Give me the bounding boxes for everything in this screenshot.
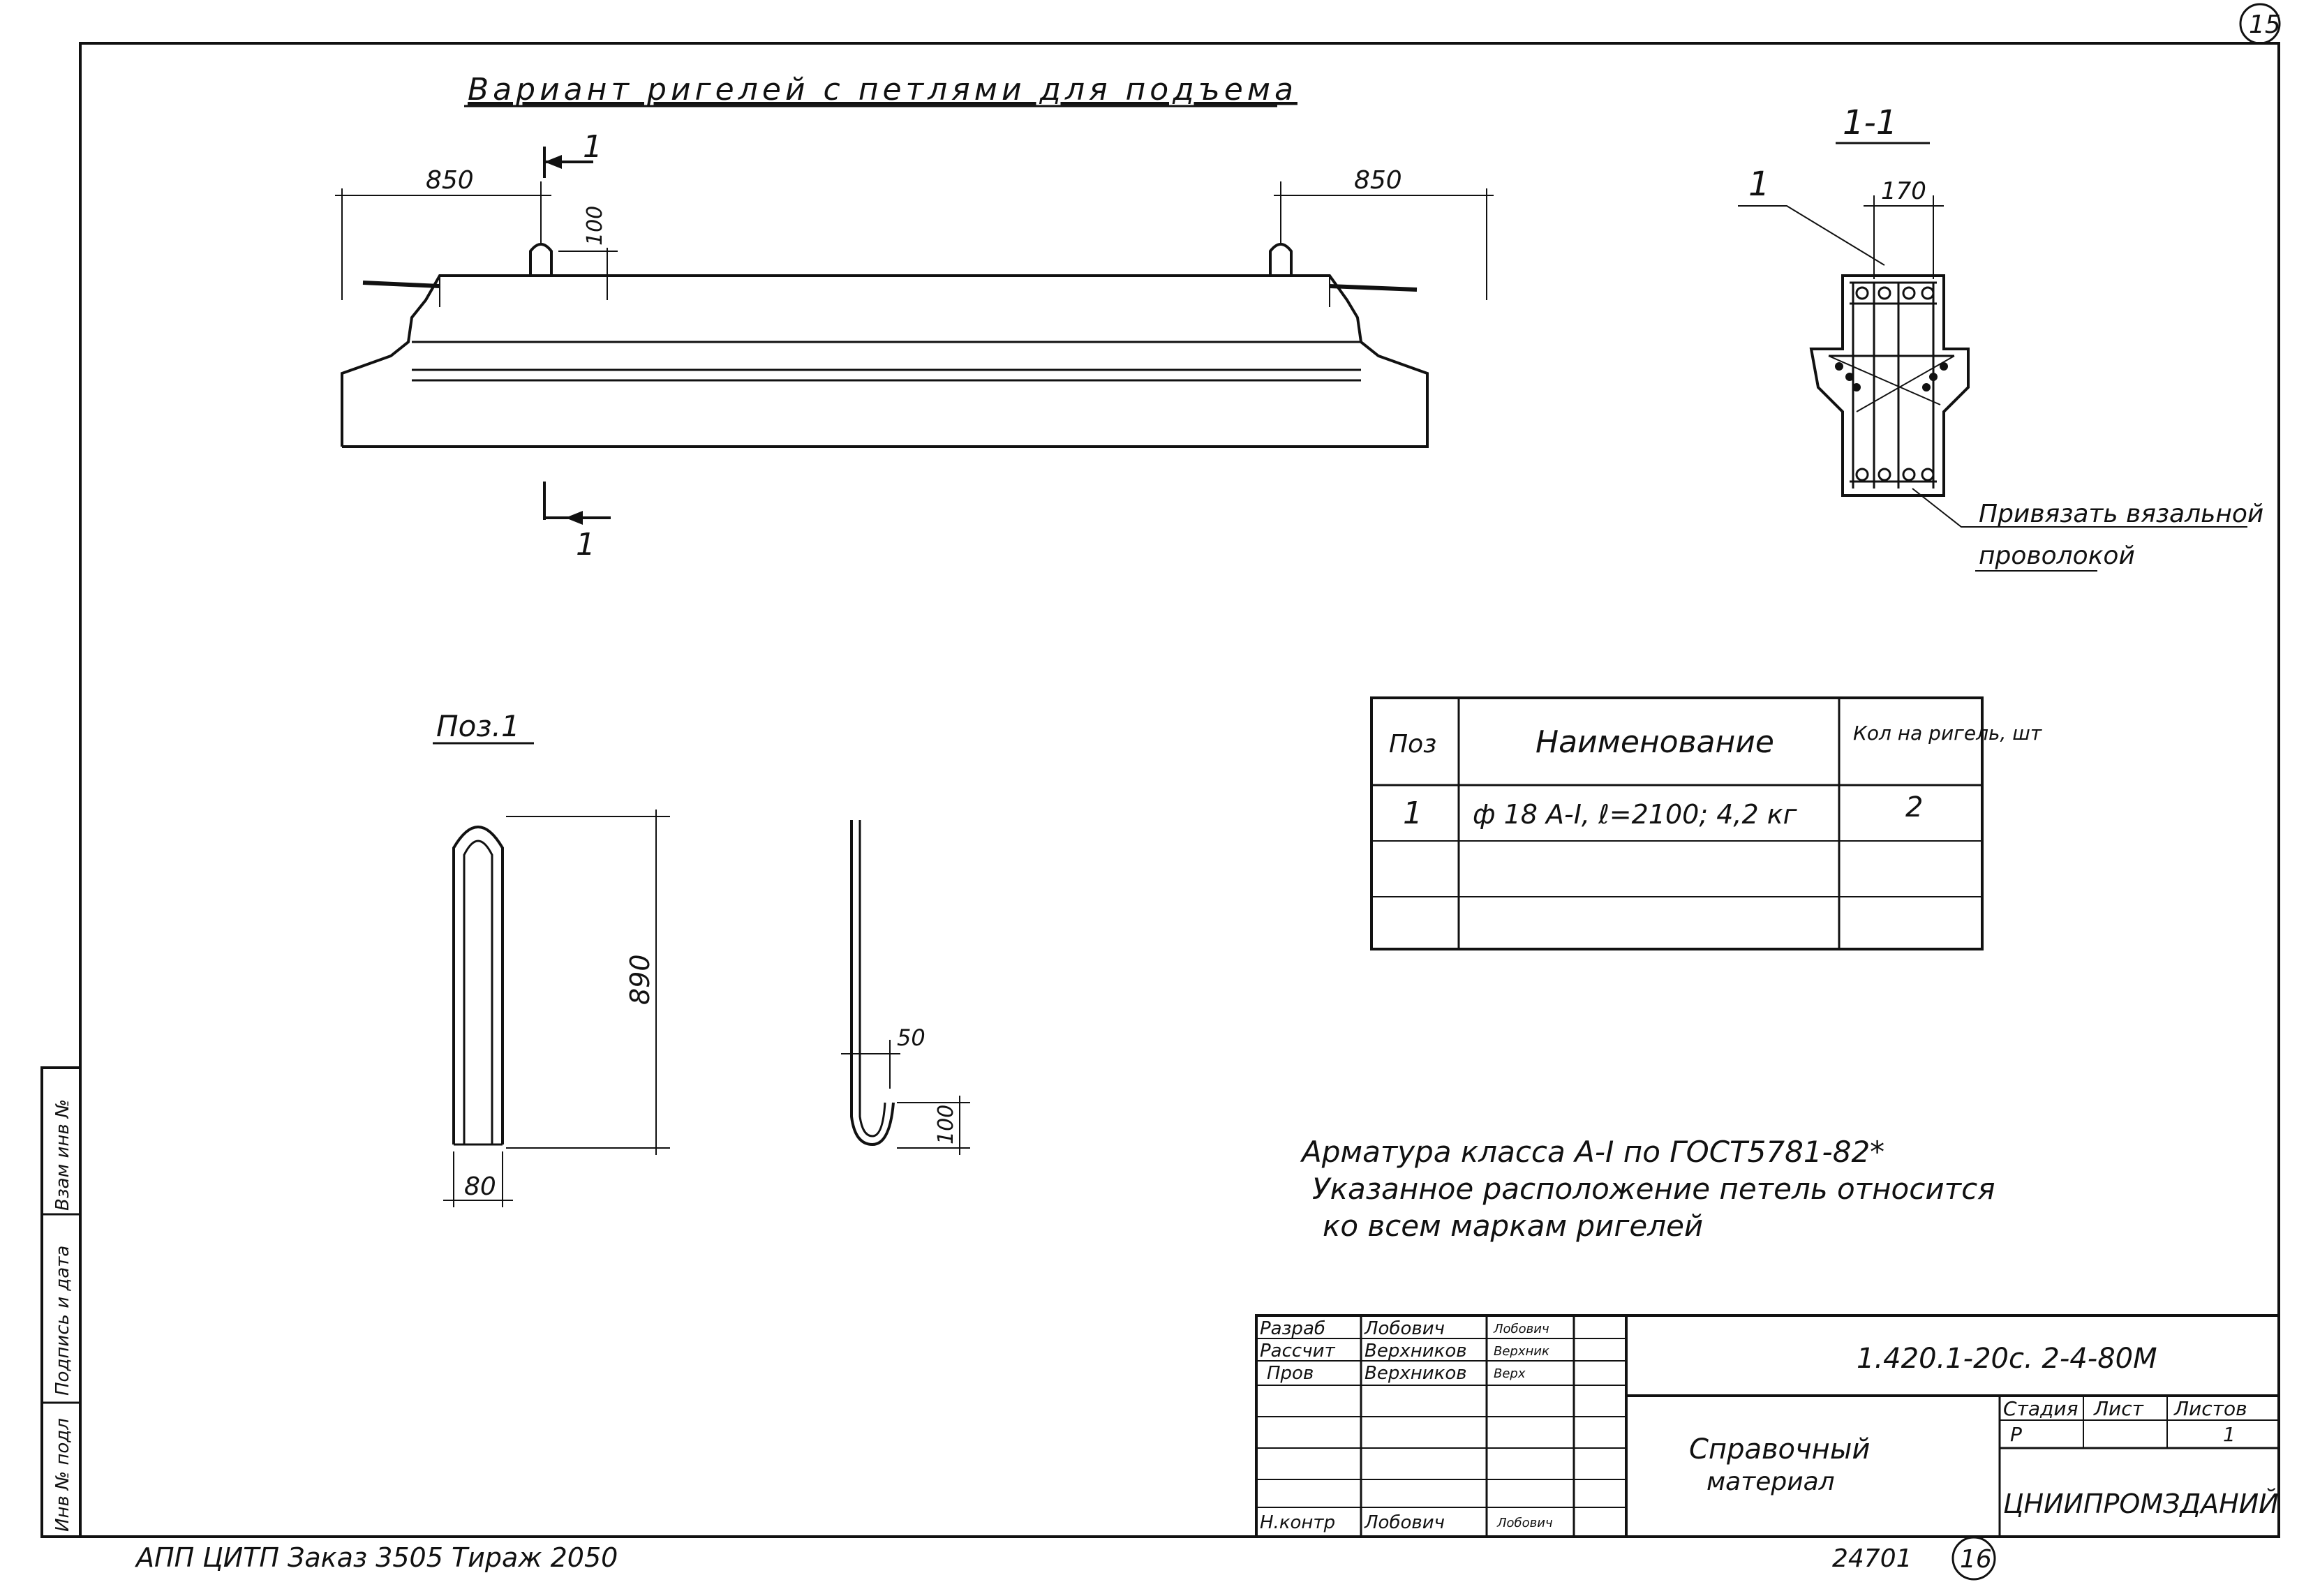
- sheet-header: Лист: [2093, 1397, 2144, 1420]
- stage-header: Стадия: [2003, 1397, 2078, 1420]
- note-line-3: ко всем маркам ригелей: [1323, 1209, 1703, 1243]
- svg-text:Лобович: Лобович: [1493, 1322, 1549, 1336]
- side-stamp: Инв № подл Подпись и дата Взам инв №: [40, 1066, 82, 1538]
- spec-table: Поз Наименование Кол на ригель, шт 1 ф 1…: [1370, 696, 2042, 950]
- svg-text:Верхников: Верхников: [1365, 1363, 1467, 1384]
- notes: Арматура класса А-I по ГОСТ5781-82* Указ…: [1300, 1135, 1995, 1243]
- section-note-line1: Привязать вязальной: [1979, 500, 2263, 528]
- position-dim-hook-width: 50: [897, 1024, 925, 1051]
- dim-left: 850: [426, 166, 474, 195]
- svg-text:Н.контр: Н.контр: [1260, 1512, 1335, 1533]
- side-stamp-replace: Взам инв №: [52, 1099, 73, 1211]
- title-block: Разраб Лобович Лобович Рассчит Верхников…: [1255, 1314, 2280, 1538]
- sheet-number-top: 15: [2239, 3, 2281, 45]
- svg-text:Разраб: Разраб: [1260, 1318, 1325, 1339]
- svg-text:16: 16: [1960, 1545, 1992, 1574]
- section-callout: 1: [1748, 165, 1770, 204]
- variant-title: Вариант ригелей с петлями для подъема: [468, 72, 1297, 107]
- footer-number: 24701: [1832, 1544, 1912, 1573]
- spec-header-qty: Кол на ригель, шт: [1853, 722, 2042, 745]
- note-line-2: Указанное расположение петель относится: [1312, 1172, 1995, 1206]
- sheet-number-bottom: 16: [1951, 1536, 1996, 1581]
- sheet-frame: [79, 42, 2280, 1538]
- position-dim-hook-height: 100: [934, 1105, 958, 1144]
- svg-text:1: 1: [576, 527, 595, 562]
- organization: ЦНИИПРОМЗДАНИЙ: [2003, 1489, 2279, 1519]
- position-dim-width: 80: [464, 1172, 496, 1201]
- svg-text:Верх: Верх: [1494, 1366, 1526, 1381]
- dim-loop-height: 100: [583, 206, 607, 246]
- svg-text:15: 15: [2249, 10, 2281, 39]
- svg-text:Верхников: Верхников: [1365, 1341, 1467, 1362]
- svg-text:Пров: Пров: [1267, 1363, 1314, 1384]
- sheets-value: 1: [2223, 1423, 2236, 1446]
- svg-text:Лобович: Лобович: [1364, 1318, 1445, 1339]
- position-dim-height: 890: [625, 954, 655, 1005]
- section-title: 1-1: [1843, 103, 1897, 142]
- section-note-line2: проволокой: [1979, 542, 2135, 570]
- doc-code: 1.420.1-20с. 2-4-80М: [1857, 1343, 2157, 1375]
- doc-name-line2: материал: [1706, 1468, 1835, 1496]
- loop-front-view: [452, 826, 504, 1146]
- beam-elevation: [341, 243, 1429, 448]
- position-dimensions: 890 80 50 100: [443, 810, 970, 1207]
- loop-side-view: [850, 820, 895, 1147]
- section-dim-width: 170: [1881, 177, 1926, 205]
- sheets-header: Листов: [2173, 1397, 2247, 1420]
- section-dimensions: 170 1 Привязать вязальной проволокой: [1738, 165, 2263, 572]
- section-mark-bottom: 1: [543, 482, 611, 562]
- note-line-1: Арматура класса А-I по ГОСТ5781-82*: [1300, 1135, 1884, 1169]
- spec-header-name: Наименование: [1535, 724, 1774, 760]
- dim-right: 850: [1354, 166, 1402, 195]
- doc-name-line1: Справочный: [1689, 1433, 1870, 1466]
- spec-row1-qty: 2: [1905, 791, 1923, 823]
- spec-header-pos: Поз: [1389, 730, 1436, 759]
- svg-text:Лобович: Лобович: [1364, 1512, 1445, 1533]
- spec-row1-name: ф 18 А-I, ℓ=2100; 4,2 кг: [1473, 799, 1798, 830]
- spec-row1-pos: 1: [1403, 796, 1422, 831]
- footer-left: АПП ЦИТП Заказ 3505 Тираж 2050: [134, 1542, 618, 1573]
- side-stamp-sign: Подпись и дата: [52, 1246, 73, 1396]
- svg-text:Лобович: Лобович: [1496, 1516, 1553, 1530]
- svg-text:Рассчит: Рассчит: [1260, 1341, 1335, 1362]
- stage-value: Р: [2010, 1423, 2022, 1446]
- svg-text:1: 1: [583, 129, 602, 165]
- svg-text:Верхник: Верхник: [1494, 1344, 1549, 1359]
- position-title: Поз.1: [436, 709, 520, 743]
- section-mark-top: 1: [543, 129, 602, 178]
- elevation-dimensions: 850 850 100: [335, 166, 1494, 300]
- side-stamp-inv: Инв № подл: [52, 1418, 73, 1532]
- section-drawing: [1809, 274, 1970, 497]
